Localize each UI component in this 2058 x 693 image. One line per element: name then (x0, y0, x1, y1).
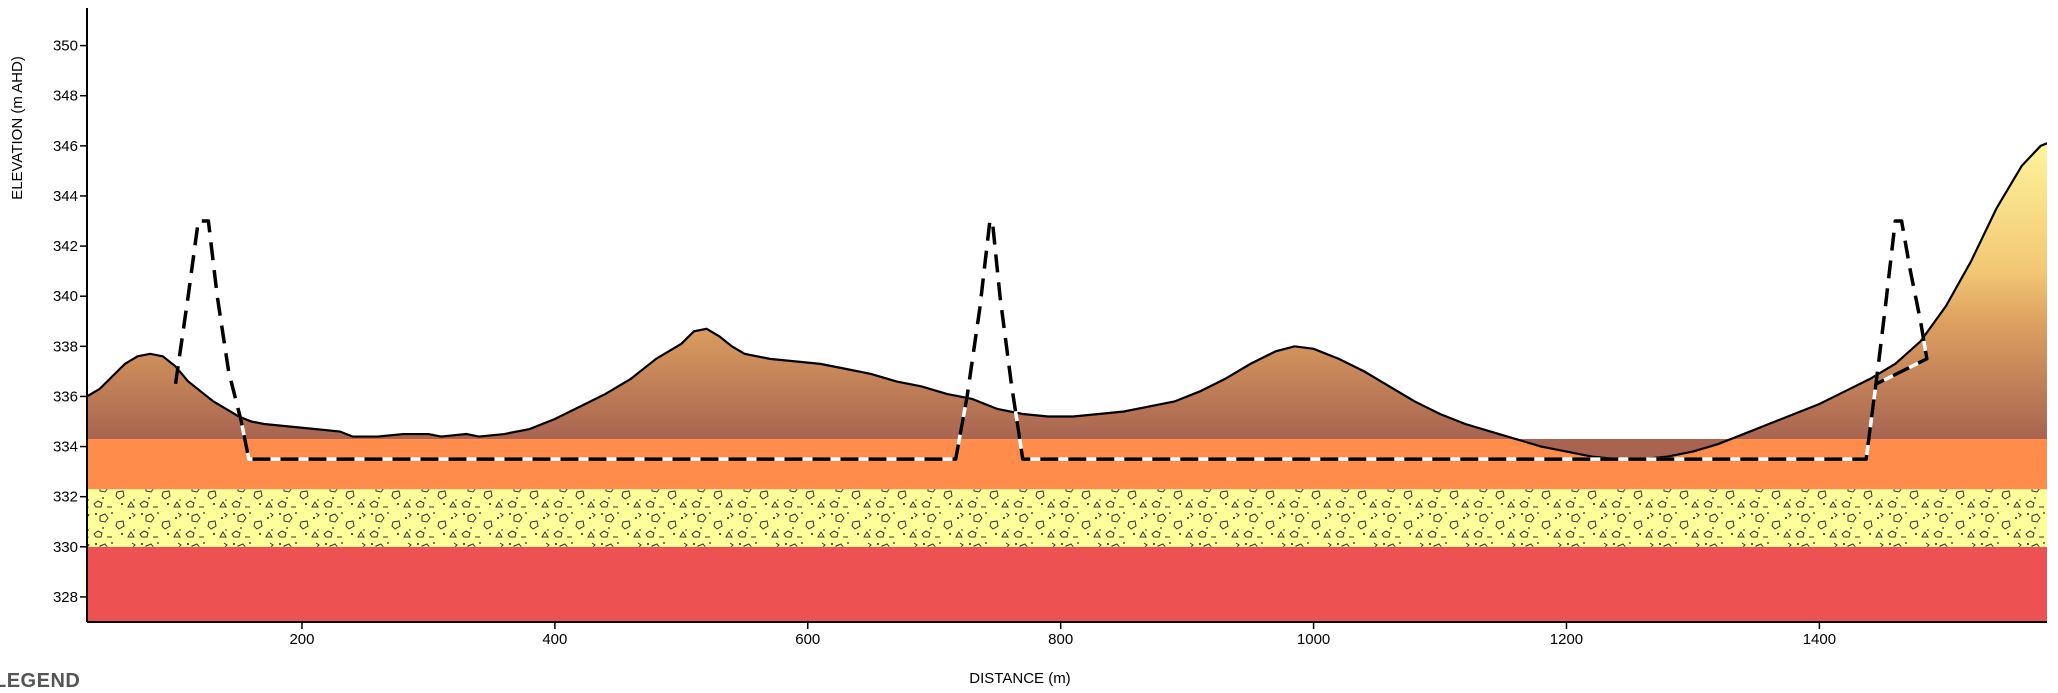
y-tick-label: 350 (53, 38, 78, 55)
design-section-line (173, 219, 1929, 461)
orange-layer (87, 439, 2047, 490)
y-tick-label: 334 (53, 439, 78, 456)
gravelly-sand-layer (87, 489, 2047, 547)
ground-surface-line (87, 142, 2047, 461)
x-tick-label: 200 (289, 631, 314, 648)
y-tick-label: 330 (53, 539, 78, 556)
y-tick-label: 328 (53, 589, 78, 606)
x-tick-label: 1200 (1550, 631, 1583, 648)
ground-fill (87, 143, 2047, 460)
x-tick-label: 600 (795, 631, 820, 648)
legend-title: LEGEND (0, 670, 81, 692)
y-tick-label: 344 (53, 188, 78, 205)
y-tick-label: 338 (53, 338, 78, 355)
ground-surface (87, 142, 2047, 461)
red-layer (87, 546, 2047, 622)
x-tick-label: 400 (542, 631, 567, 648)
y-tick-label: 336 (53, 388, 78, 405)
x-tick-label: 1000 (1297, 631, 1330, 648)
axes: 328 330 332 334 336 338 340 342 344 346 348 350 200 4… (53, 8, 2047, 648)
y-tick-label: 340 (53, 288, 78, 305)
x-tick-label: 1400 (1803, 631, 1836, 648)
x-tick-label: 800 (1048, 631, 1073, 648)
y-tick-label: 332 (53, 489, 78, 506)
design-section-outline (173, 219, 1929, 461)
strata-layers (87, 439, 2047, 622)
y-tick-label: 346 (53, 138, 78, 155)
x-axis-label: DISTANCE (m) (969, 670, 1070, 687)
y-axis-label: ELEVATION (m AHD) (9, 56, 26, 200)
y-tick-label: 348 (53, 88, 78, 105)
y-tick-label: 342 (53, 238, 78, 255)
